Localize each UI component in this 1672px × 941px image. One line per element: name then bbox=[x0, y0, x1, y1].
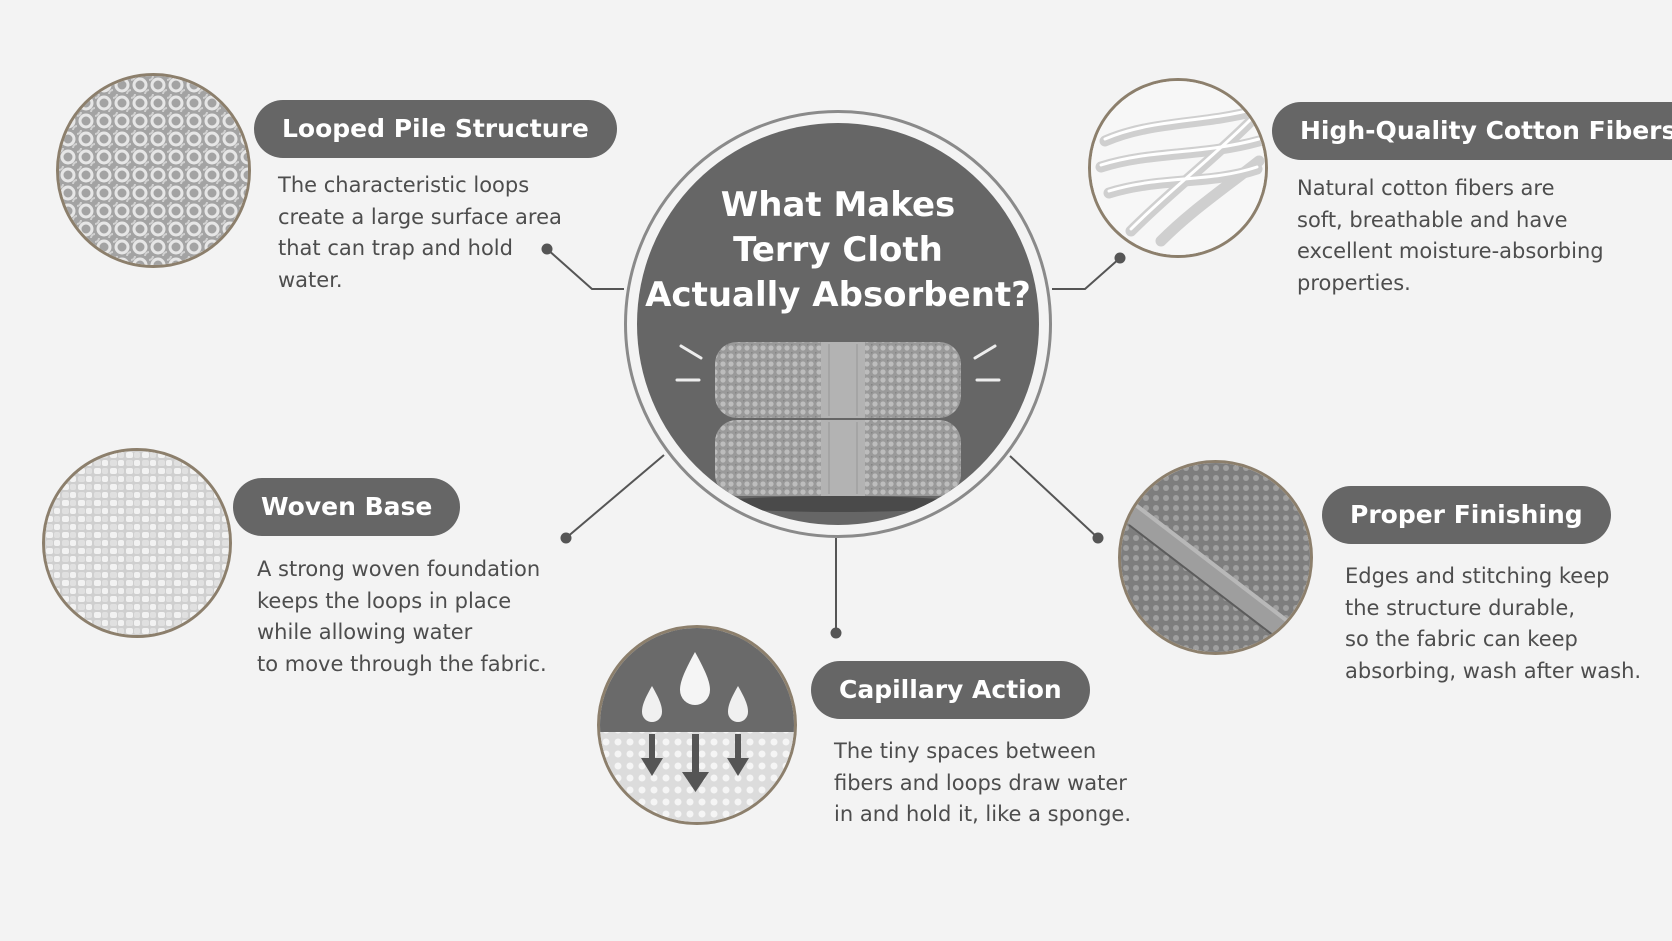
description-line: soft, breathable and have bbox=[1297, 207, 1568, 232]
feature-description-woven-base: A strong woven foundation keeps the loop… bbox=[257, 554, 547, 680]
description-line: fibers and loops draw water bbox=[834, 770, 1127, 795]
description-line: Natural cotton fibers are bbox=[1297, 176, 1555, 200]
connector-woven-base bbox=[565, 454, 665, 539]
connector-cotton-fibers bbox=[1052, 257, 1121, 290]
connector-dot-looped-pile bbox=[541, 243, 553, 255]
connector-looped-pile bbox=[546, 248, 624, 290]
connector-proper-finishing bbox=[1009, 455, 1099, 539]
description-line: water. bbox=[278, 267, 343, 292]
fabric-edge-icon bbox=[1118, 460, 1313, 655]
hub-title: What Makes Terry Cloth Actually Absorben… bbox=[637, 183, 1039, 318]
description-line: that can trap and hold bbox=[278, 236, 513, 260]
hub-circle: What Makes Terry Cloth Actually Absorben… bbox=[624, 110, 1052, 538]
feature-description-proper-finishing: Edges and stitching keep the structure d… bbox=[1345, 561, 1641, 687]
description-line: excellent moisture-absorbing bbox=[1297, 239, 1604, 263]
description-line: absorbing, wash after wash. bbox=[1345, 658, 1642, 683]
description-line: while allowing water bbox=[257, 620, 473, 644]
feature-description-looped-pile: The characteristic loops create a large … bbox=[278, 170, 562, 296]
folded-towels-icon bbox=[675, 342, 1001, 512]
description-line: The tiny spaces between bbox=[834, 739, 1097, 763]
hub-title-line: Terry Cloth bbox=[733, 230, 943, 270]
feature-title-capillary-action: Capillary Action bbox=[811, 661, 1090, 719]
description-line: the structure durable, bbox=[1345, 595, 1576, 620]
description-line: create a large surface area bbox=[278, 204, 562, 229]
description-line: so the fabric can keep bbox=[1345, 627, 1578, 651]
description-line: properties. bbox=[1297, 270, 1411, 295]
feature-description-capillary-action: The tiny spaces between fibers and loops… bbox=[834, 736, 1131, 831]
water-drops-icon bbox=[597, 625, 797, 825]
feature-title-cotton-fibers: High-Quality Cotton Fibers bbox=[1272, 102, 1672, 160]
hub-title-line: Actually Absorbent? bbox=[645, 275, 1031, 315]
feature-description-cotton-fibers: Natural cotton fibers are soft, breathab… bbox=[1297, 173, 1604, 299]
woven-base-icon bbox=[42, 448, 232, 638]
connector-dot-cotton-fibers bbox=[1114, 252, 1126, 264]
description-line: keeps the loops in place bbox=[257, 588, 512, 613]
cotton-fibers-icon bbox=[1088, 78, 1268, 258]
hub-inner: What Makes Terry Cloth Actually Absorben… bbox=[637, 123, 1039, 525]
feature-title-looped-pile: Looped Pile Structure bbox=[254, 100, 617, 158]
hub-title-line: What Makes bbox=[720, 185, 956, 225]
connector-dot-woven-base bbox=[560, 532, 572, 544]
connector-dot-proper-finishing bbox=[1092, 532, 1104, 544]
description-line: The characteristic loops bbox=[278, 173, 530, 197]
feature-title-woven-base: Woven Base bbox=[233, 478, 461, 536]
description-line: A strong woven foundation bbox=[257, 557, 541, 581]
feature-title-proper-finishing: Proper Finishing bbox=[1322, 486, 1611, 544]
connector-dot-capillary-action bbox=[830, 627, 842, 639]
description-line: Edges and stitching keep bbox=[1345, 564, 1610, 588]
looped-pile-icon bbox=[56, 73, 251, 268]
description-line: in and hold it, like a sponge. bbox=[834, 802, 1131, 826]
description-line: to move through the fabric. bbox=[257, 651, 547, 676]
